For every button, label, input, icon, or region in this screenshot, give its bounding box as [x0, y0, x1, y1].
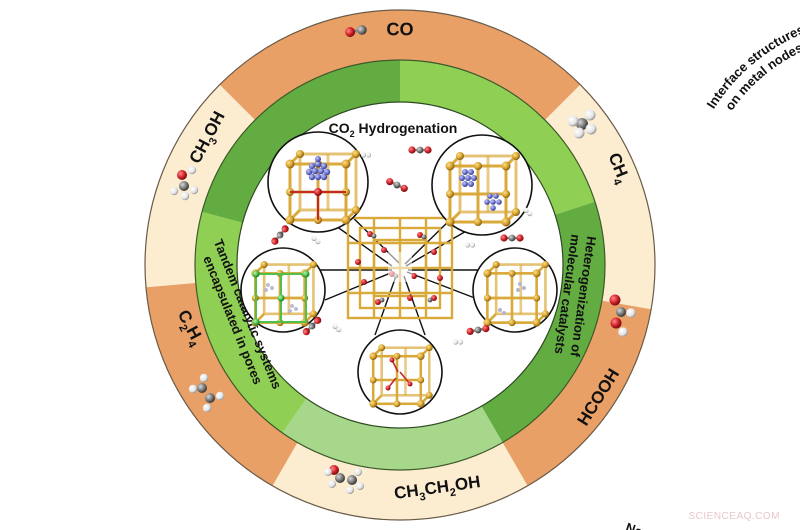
product-label-co: CO	[386, 19, 414, 39]
zoom-circle-interface	[267, 131, 369, 233]
nanoparticle-cluster-icon	[459, 169, 502, 211]
strategy-segment-interface	[202, 60, 400, 223]
molecule-hcooh-icon	[609, 294, 636, 337]
strategy-segment-heterogenization	[481, 201, 606, 443]
strategy-segment-tandem	[195, 211, 307, 433]
molecular-catalyst-icon	[498, 282, 526, 315]
molecule-ch4-icon	[567, 109, 597, 139]
zoom-circle-tandem	[240, 247, 326, 333]
molecule-methanol-icon	[169, 165, 199, 201]
strategy-segment-nanoparticles	[400, 60, 595, 215]
center-title: CO2 Hydrogenation	[329, 120, 458, 139]
product-ring	[145, 10, 655, 520]
product-segment-ethanol	[272, 442, 528, 520]
strategy-ring	[195, 60, 606, 470]
molecule-c2h4-icon	[188, 373, 225, 413]
product-segment-hcooh	[502, 300, 652, 486]
nanoparticle-cluster-icon	[305, 156, 331, 181]
central-mof-lattice	[346, 216, 454, 320]
zoom-circle-heterogenization	[472, 247, 558, 333]
molecule-ethanol-icon	[324, 465, 364, 494]
product-segment-co	[219, 10, 581, 120]
product-segment-methanol	[145, 84, 255, 288]
product-segment-ch4	[545, 84, 655, 310]
zoom-circle-multiple-metal	[357, 329, 443, 415]
strategy-segment-multiple-metal	[282, 398, 503, 470]
zoom-circle-nanoparticles	[431, 134, 533, 236]
watermark: SCIENCEAQ.COM	[688, 511, 780, 522]
strategy-label-interface: Interface structures on metal nodes	[697, 14, 800, 115]
svg-text:CO2 Hydrogenation: CO2 Hydrogenation	[329, 120, 458, 139]
molecular-catalyst-icon	[264, 283, 298, 313]
product-segment-c2h4	[146, 282, 298, 486]
molecule-co-icon	[345, 25, 367, 38]
